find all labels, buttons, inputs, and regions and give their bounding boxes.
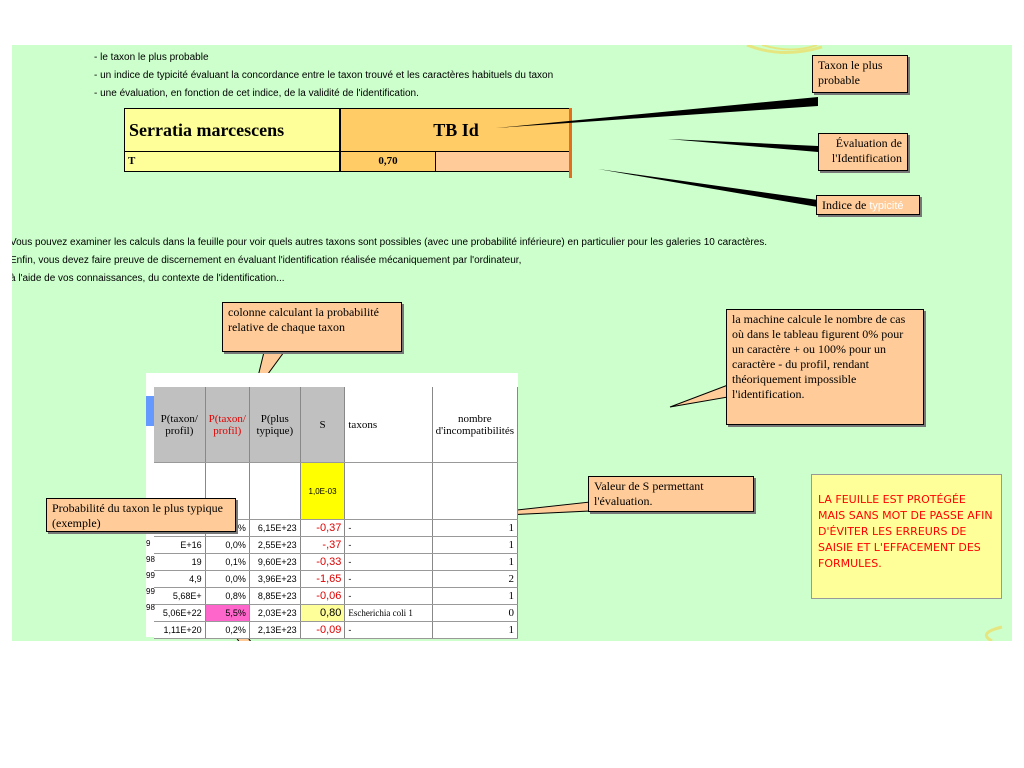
body-line-3: à l'aide de vos connaissances, du contex…	[12, 273, 285, 284]
swirl-decoration-bottom	[984, 625, 1003, 641]
callout-probabilite: Probabilité du taxon le plus typique (ex…	[46, 498, 236, 532]
intro-line-1: - le taxon le plus probable	[94, 52, 209, 63]
swirl-decoration-top	[746, 45, 823, 55]
t-value-cell: 0,70	[340, 152, 436, 172]
body-line-1: Vous pouvez examiner les calculs dans la…	[12, 237, 768, 248]
evaluation-cell: TB Id	[340, 108, 572, 152]
empty-cell	[436, 152, 569, 172]
protection-notice: LA FEUILLE EST PROTÉGÉE MAIS SANS MOT DE…	[811, 474, 1002, 599]
result-table: Serratia marcescens TB Id T 0,70	[124, 108, 572, 178]
indice-suffix: typicité	[869, 200, 904, 212]
table-row: 5,06E+22 5,5% 2,03E+23 0,80 Escherichia …	[154, 604, 519, 622]
taxon-cell: Serratia marcescens	[124, 108, 340, 152]
header-p-taxon-profil: P(taxon/ profil)	[154, 387, 206, 463]
table-row: 5,68E+ 0,8% 8,85E+23 -0,06 - 1	[154, 587, 519, 605]
callout-machine: la machine calcule le nombre de cas où d…	[726, 309, 924, 425]
header-taxons: taxons	[344, 387, 433, 463]
s-header-value: 1,0E-03	[300, 462, 346, 520]
header-p-plus-typique: P(plus typique)	[249, 387, 301, 463]
table-row: 19 0,1% 9,60E+23 -0,33 - 1	[154, 553, 519, 571]
callout-taxon-probable: Taxon le plus probable	[812, 55, 908, 93]
row-index-column: 9 9 98 99 99 98	[146, 523, 155, 612]
spreadsheet-table: P(taxon/ profil) P(taxon/ profil) P(plus…	[154, 387, 519, 639]
callout-evaluation: Évaluation de l'Identification	[818, 133, 908, 171]
body-line-2: Enfin, vous devez faire preuve de discer…	[12, 255, 522, 266]
callout-valeur-s: Valeur de S permettant l'évaluation.	[588, 476, 754, 512]
t-label-cell: T	[124, 152, 340, 172]
table-row: 1,11E+20 0,2% 2,13E+23 -0,09 - 1	[154, 621, 519, 639]
indice-prefix: Indice de	[822, 198, 867, 212]
intro-line-2: - un indice de typicité évaluant la conc…	[94, 70, 554, 81]
blue-marker	[146, 396, 154, 426]
header-p-taxon-profil-red: P(taxon/ profil)	[205, 387, 250, 463]
header-s: S	[300, 387, 346, 463]
slide: - le taxon le plus probable - un indice …	[12, 45, 1012, 641]
orange-border	[569, 108, 572, 178]
callout-colonne: colonne calculant la probabilité relativ…	[222, 302, 402, 352]
callout-indice: Indice de typicité	[816, 195, 920, 215]
table-row: 4,9 0,0% 3,96E+23 -1,65 - 2	[154, 570, 519, 588]
table-row: E+16 0,0% 2,55E+23 -,37 - 1	[154, 536, 519, 554]
header-incompatibilites: nombre d'incompatibilités	[432, 387, 519, 463]
intro-line-3: - une évaluation, en fonction de cet ind…	[94, 88, 419, 99]
spreadsheet-excerpt: P(taxon/ profil) P(taxon/ profil) P(plus…	[146, 373, 519, 639]
